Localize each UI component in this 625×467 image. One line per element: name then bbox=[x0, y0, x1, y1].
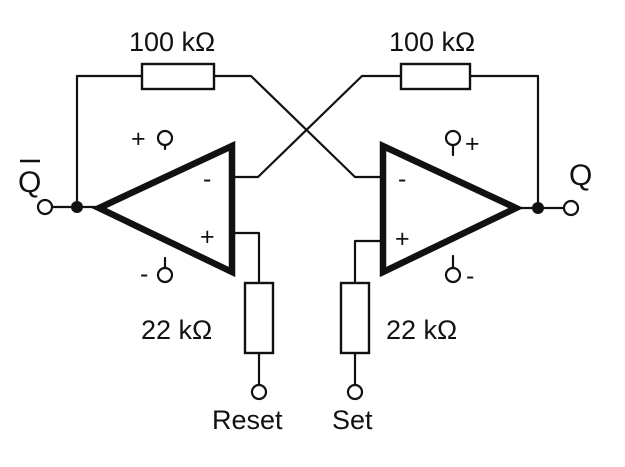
left-supply-minus-sign: - bbox=[140, 260, 148, 288]
resistor-feedback-left bbox=[140, 62, 216, 91]
resistors bbox=[140, 62, 472, 355]
wire-qbar-feedback bbox=[75, 74, 144, 209]
wire-left-plus-reset bbox=[230, 231, 261, 285]
right-opamp-triangle bbox=[379, 140, 524, 278]
left-opamp-triangle bbox=[91, 140, 236, 278]
right-opamp-minus-sign: - bbox=[398, 165, 406, 193]
left-opamp-plus-sign: + bbox=[200, 223, 215, 251]
wire-right-feedback-cross bbox=[230, 74, 403, 179]
label-feedback-resistor-left: 100 kΩ bbox=[129, 27, 215, 57]
output-qbar: Q bbox=[18, 159, 41, 199]
terminal-q bbox=[562, 199, 580, 217]
label-feedback-resistor-right: 100 kΩ bbox=[389, 27, 475, 57]
resistor-input-set bbox=[339, 281, 371, 355]
label-input-set: Set bbox=[332, 405, 373, 435]
right-supply-plus-sign: + bbox=[465, 130, 480, 158]
terminal-right-supply-plus bbox=[444, 129, 462, 147]
terminal-qbar bbox=[36, 198, 54, 216]
wires bbox=[50, 74, 566, 387]
terminal-right-supply-minus bbox=[444, 266, 462, 284]
terminal-set bbox=[346, 383, 364, 401]
wire-right-plus-set bbox=[353, 239, 385, 285]
junctions bbox=[71, 201, 544, 214]
junction-qbar bbox=[71, 201, 83, 213]
label-output-qbar: Q bbox=[18, 166, 41, 199]
resistor-input-reset bbox=[243, 281, 275, 355]
left-opamp-minus-sign: - bbox=[203, 165, 211, 193]
label-input-resistor-right: 22 kΩ bbox=[386, 315, 457, 345]
left-supply-plus-sign: + bbox=[131, 125, 146, 153]
label-input-resistor-left: 22 kΩ bbox=[141, 315, 212, 345]
terminal-left-supply-minus bbox=[156, 266, 174, 284]
label-input-reset: Reset bbox=[212, 405, 283, 435]
junction-q bbox=[532, 202, 544, 214]
right-supply-minus-sign: - bbox=[466, 262, 474, 290]
terminals bbox=[36, 129, 580, 401]
label-output-q: Q bbox=[569, 159, 592, 192]
wire-q-feedback bbox=[468, 74, 540, 210]
terminal-left-supply-plus bbox=[156, 129, 174, 147]
wire-left-feedback-cross bbox=[212, 74, 385, 179]
right-opamp-plus-sign: + bbox=[395, 225, 410, 253]
resistor-feedback-right bbox=[399, 62, 472, 91]
terminal-reset bbox=[250, 383, 268, 401]
